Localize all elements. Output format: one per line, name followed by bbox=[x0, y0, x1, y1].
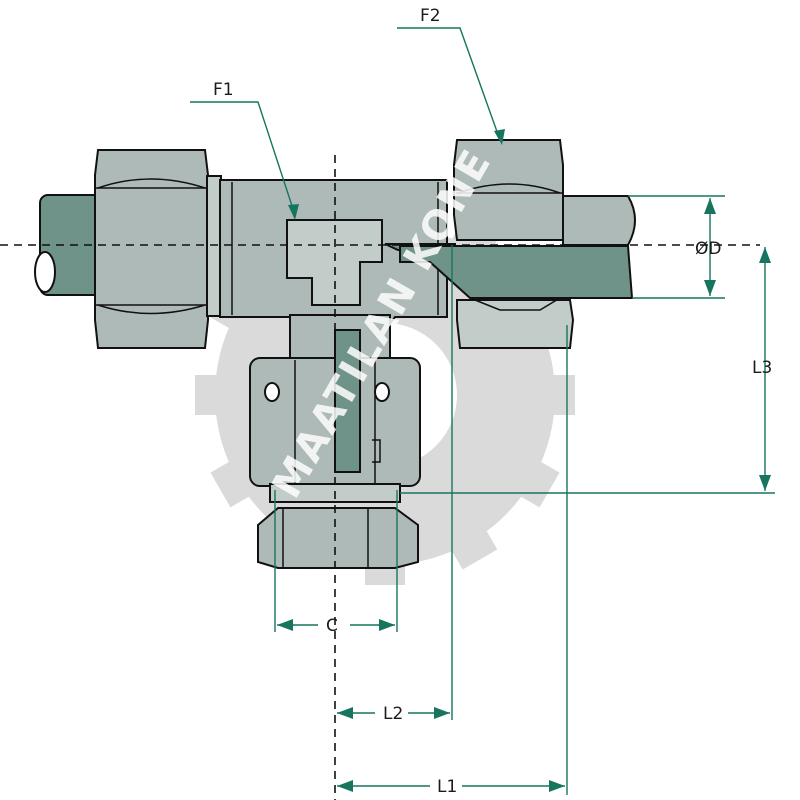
label-l2: L2 bbox=[383, 704, 403, 724]
right-tube bbox=[399, 195, 636, 311]
dim-l2: L2 bbox=[337, 245, 453, 724]
leader-f2: F2 bbox=[397, 6, 505, 145]
label-od: ØD bbox=[695, 239, 721, 259]
left-ring bbox=[206, 175, 222, 317]
dim-c: C bbox=[274, 490, 398, 636]
label-f1: F1 bbox=[213, 80, 234, 100]
right-nut bbox=[453, 139, 575, 349]
label-l1: L1 bbox=[437, 777, 457, 797]
left-nut bbox=[94, 149, 209, 349]
label-c: C bbox=[326, 616, 338, 636]
dim-l3: L3 bbox=[400, 247, 775, 494]
label-f2: F2 bbox=[420, 6, 441, 26]
label-l3: L3 bbox=[752, 358, 772, 378]
section-cutout bbox=[286, 219, 383, 306]
dim-od: ØD bbox=[628, 195, 725, 299]
leader-f1: F1 bbox=[190, 80, 299, 220]
dim-l1: L1 bbox=[337, 325, 568, 797]
